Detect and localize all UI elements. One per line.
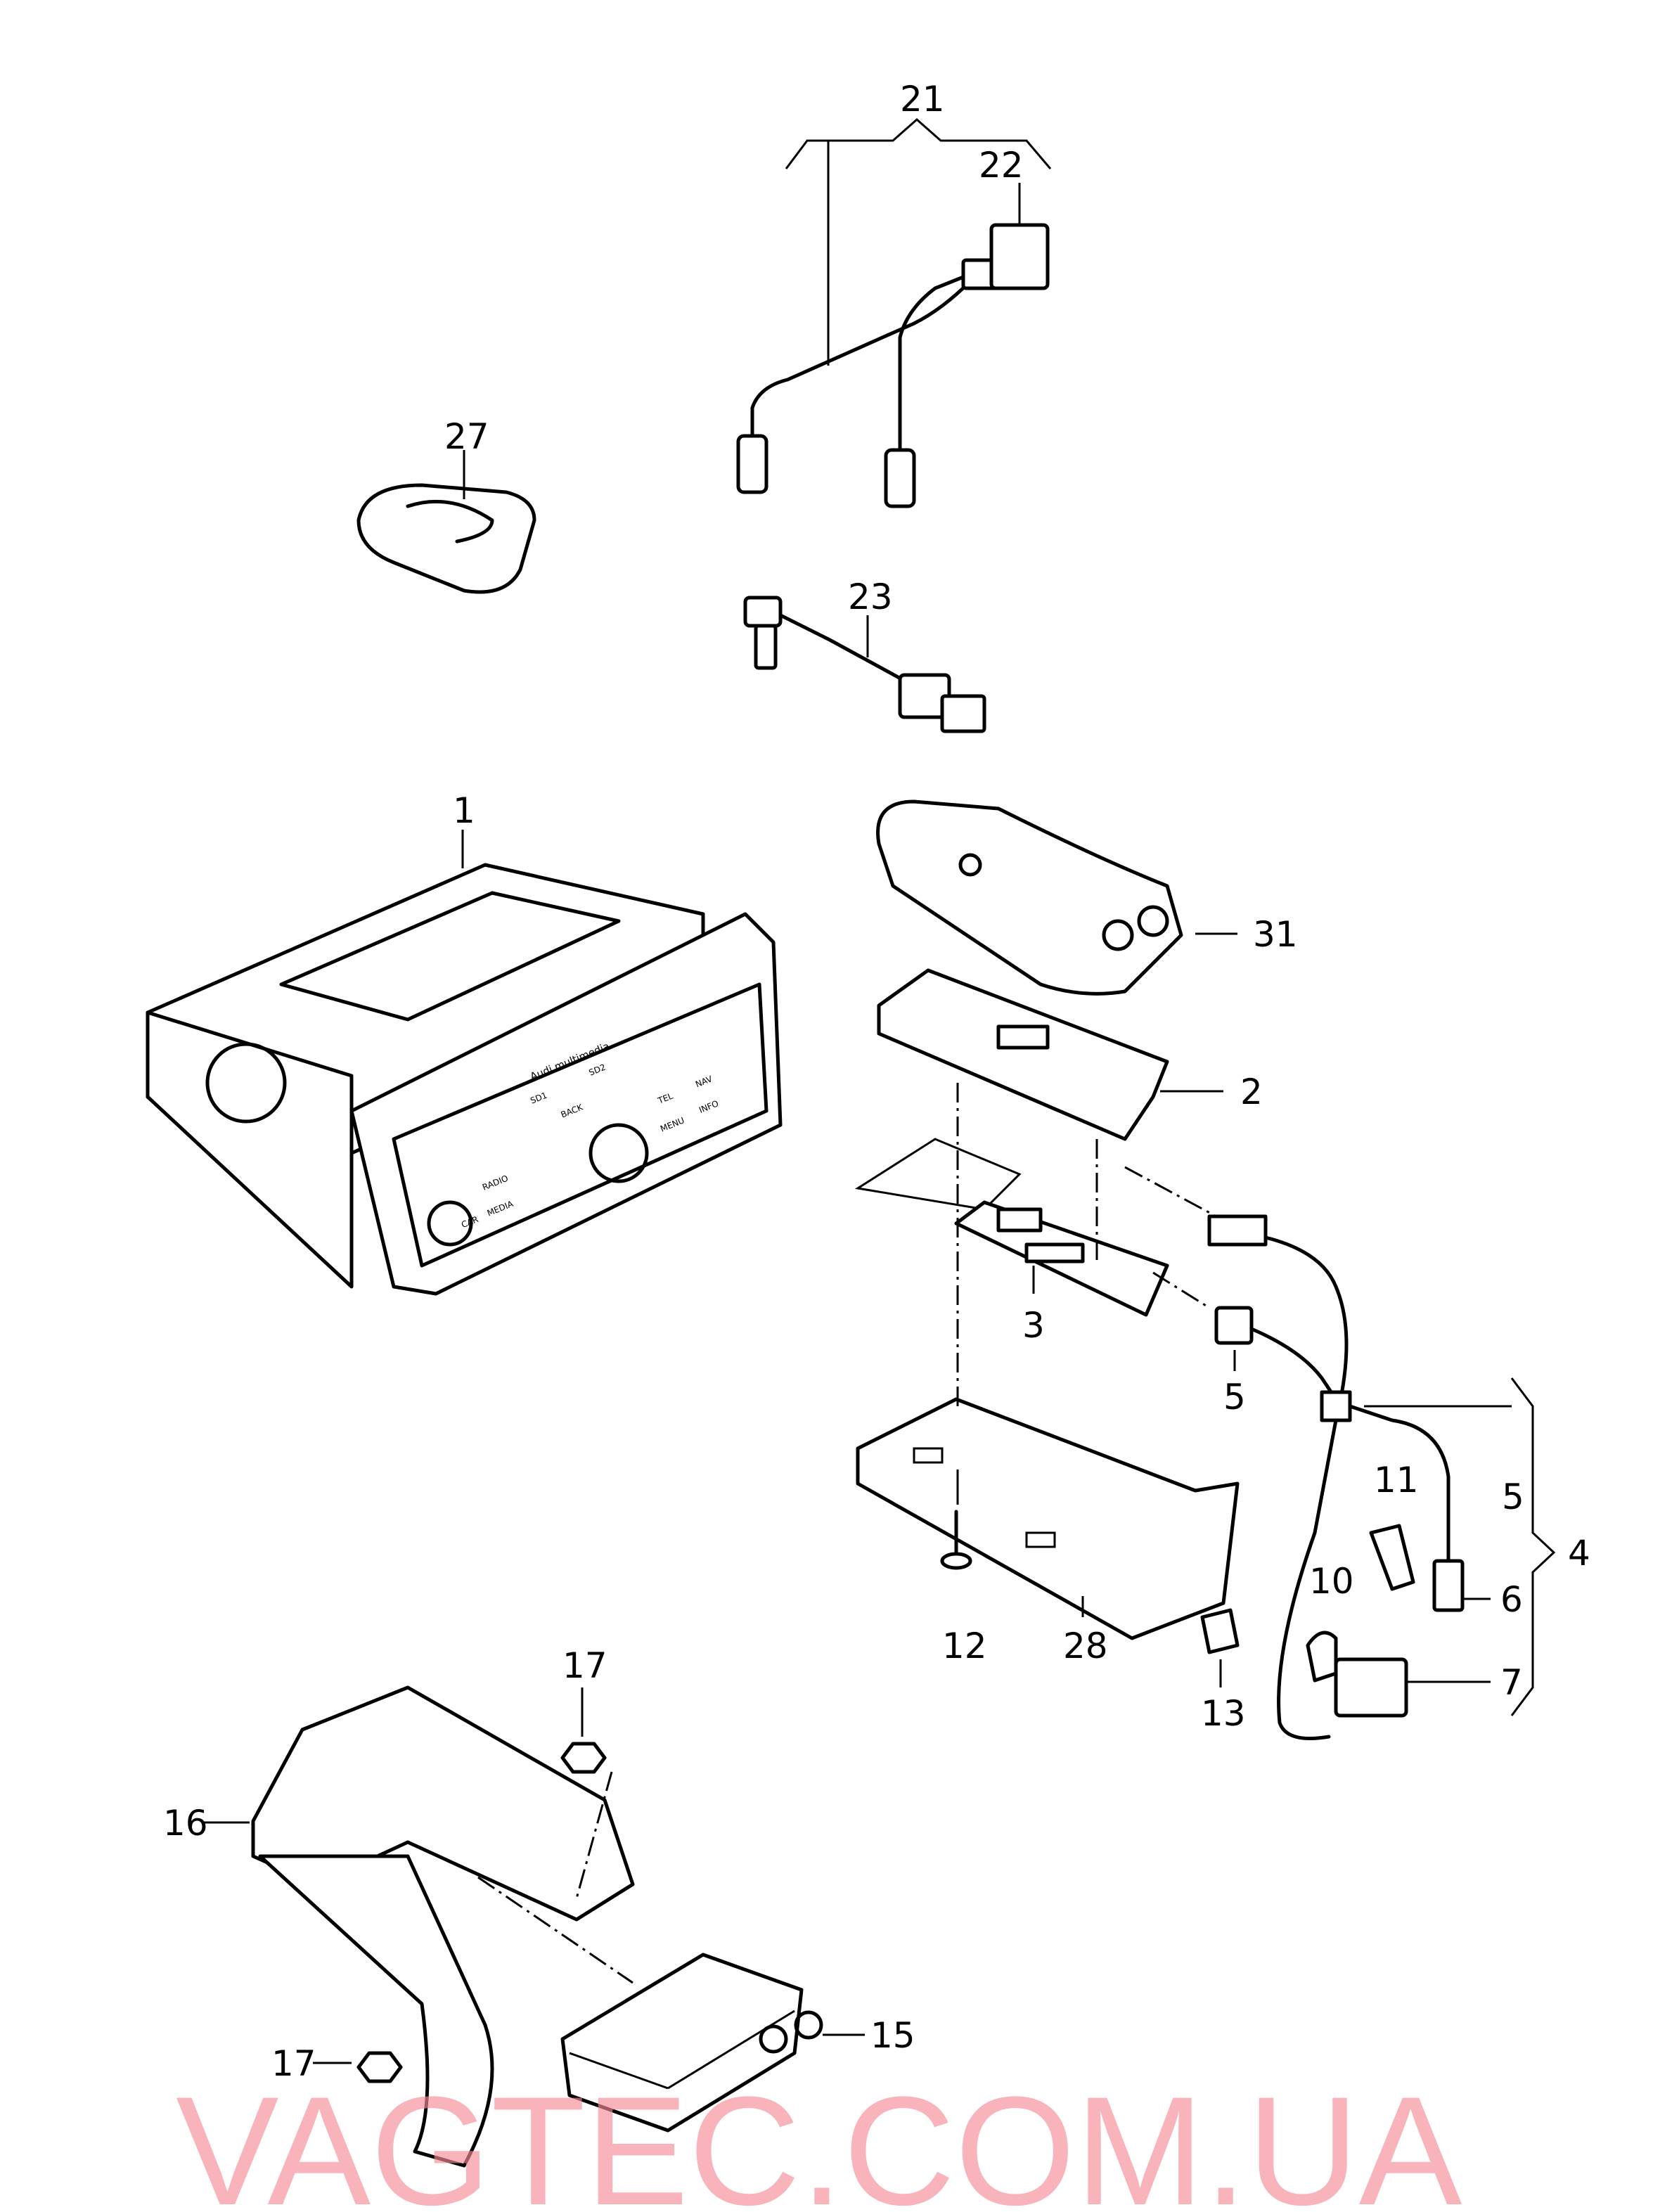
part-12-screw [940, 1470, 972, 1570]
part-1-radio-unit: Audi multimedia SD1 SD2 BACK TEL NAV INF… [146, 830, 783, 1296]
part-21-antenna-cable [736, 117, 1052, 508]
part-16-mounting-bracket [204, 1685, 635, 2168]
part-23-cable [743, 596, 986, 733]
part-15-control-module [560, 1953, 865, 2133]
callout-6: 6 [1500, 1579, 1523, 1620]
callout-17b: 17 [271, 2043, 316, 2084]
callout-23: 23 [848, 577, 893, 617]
part-27-roof-antenna [356, 450, 536, 594]
part-4-wiring-harness [1124, 1166, 1556, 1740]
callout-27: 27 [444, 416, 489, 457]
callout-1: 1 [453, 790, 475, 831]
callout-3: 3 [1022, 1305, 1045, 1346]
callout-16: 16 [163, 1803, 208, 1844]
watermark: VAGTEC.COM.UA [176, 2064, 1462, 2212]
callout-labels: 21 22 27 23 1 31 2 3 5 5 11 4 10 6 12 28… [163, 79, 1590, 2084]
callout-7: 7 [1500, 1662, 1523, 1703]
part-31-phone-holder [876, 799, 1237, 996]
callout-28: 28 [1063, 1626, 1108, 1666]
part-17-nut [313, 1687, 607, 2083]
callout-5b: 5 [1502, 1477, 1524, 1517]
callout-10: 10 [1309, 1561, 1354, 1602]
callout-5a: 5 [1223, 1377, 1246, 1417]
callout-21: 21 [900, 79, 945, 120]
callout-17a: 17 [562, 1645, 607, 1686]
callout-22: 22 [979, 145, 1024, 186]
callout-15: 15 [870, 2015, 915, 2056]
callout-11: 11 [1374, 1460, 1419, 1500]
part-28-bracket [856, 1083, 1240, 1640]
callout-4: 4 [1568, 1533, 1590, 1574]
callout-13: 13 [1201, 1693, 1246, 1734]
callout-12: 12 [942, 1626, 987, 1666]
callout-2: 2 [1240, 1072, 1263, 1112]
part-3-circuit-board [854, 1138, 1169, 1317]
callout-31: 31 [1253, 914, 1298, 955]
part-2-adapter-plate [877, 968, 1223, 1141]
